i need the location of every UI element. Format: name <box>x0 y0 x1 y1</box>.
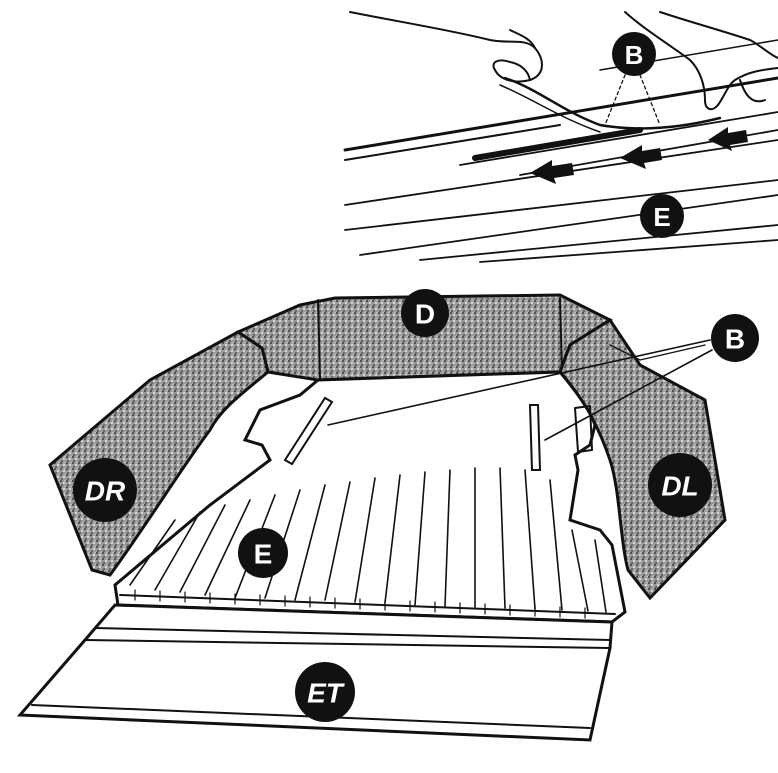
detail-inset: B E <box>343 11 778 263</box>
callout-dl: DL <box>648 453 712 517</box>
svg-text:E: E <box>653 202 670 232</box>
bed-liner: D B DR DL E ET <box>16 289 759 742</box>
callout-et: ET <box>295 662 355 722</box>
strip-left <box>283 396 334 466</box>
callout-e-detail: E <box>640 194 684 238</box>
svg-text:ET: ET <box>307 678 346 709</box>
strip-right <box>528 404 542 471</box>
svg-text:B: B <box>725 324 745 355</box>
svg-text:B: B <box>625 40 644 70</box>
callout-e-main: E <box>238 528 288 578</box>
callout-b-main: B <box>711 314 759 362</box>
right-hand-icon <box>624 11 778 111</box>
svg-text:E: E <box>254 539 273 570</box>
callout-dr: DR <box>73 458 137 522</box>
left-hand-icon <box>349 11 543 83</box>
svg-text:DR: DR <box>85 476 126 507</box>
callout-d: D <box>401 289 449 337</box>
svg-text:D: D <box>415 299 435 330</box>
svg-text:DL: DL <box>661 471 698 502</box>
callout-b-detail: B <box>612 32 656 76</box>
left-arrow-icon <box>530 127 748 184</box>
